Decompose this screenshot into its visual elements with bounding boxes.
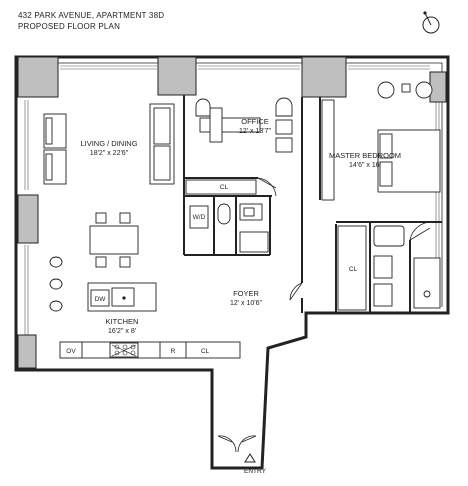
living-furniture [43,103,175,185]
column-w [17,194,39,244]
living-label: LIVING / DINING [80,139,137,148]
foyer-label: FOYER [233,289,259,298]
master-shower [413,257,441,309]
office-furniture [185,97,293,195]
toilet [217,203,231,225]
bedroom-chair [415,81,433,99]
bedroom-chair [377,81,395,99]
master-bedroom-dimensions: 14'6" x 16' [349,162,381,169]
office-label: OFFICE [241,117,269,126]
column-n2 [301,56,347,98]
kitchen-fixtures [49,256,241,359]
master-toilet [373,225,405,247]
living-dimensions: 18'2" x 22'6" [90,150,129,157]
plan-address-title: 432 PARK AVENUE, APARTMENT 38D [18,11,165,20]
master-bedroom-label: MASTER BEDROOM [329,151,401,160]
shower [239,231,269,253]
master-closet-label: CL [349,266,358,273]
entry-triangle-icon [244,453,256,463]
bath-door [409,227,431,241]
foyer-door [289,282,303,301]
plan-subtitle: PROPOSED FLOOR PLAN [18,22,121,31]
column-sw [17,334,37,369]
office-dimensions: 12' x 13'7" [239,128,272,135]
entry-door-left [217,435,233,443]
bedroom-dresser [321,99,335,201]
kitchen-dimensions: 16'2" x 8' [108,328,136,335]
north-arrow-icon [422,11,440,34]
column-nw [17,56,59,98]
washer-dryer-label: W/D [193,214,206,221]
dining-set [89,212,139,268]
kitchen-label: KITCHEN [106,317,139,326]
master-sink-1 [373,255,393,279]
column-n1 [157,56,197,96]
foyer-dimensions: 12' x 10'6" [230,300,263,307]
entry-door-right [241,435,257,443]
bar-stool [49,256,63,268]
master-closet [337,225,367,311]
doors [217,177,433,453]
column-ne [429,71,447,103]
kitchen-counter [59,341,241,359]
office-door [257,177,277,189]
oven-label: OV [66,348,76,355]
entry-label: ENTRY [244,468,267,475]
office-closet [185,179,257,195]
bar-stool [49,300,63,312]
foyer-closet-label: CL [201,348,210,355]
structural-columns [17,56,447,369]
bar-stool [49,278,63,290]
master-sink-2 [373,283,393,307]
refrigerator-label: R [171,348,176,355]
office-closet-label: CL [220,184,229,191]
exterior-wall [14,55,450,470]
bedroom-furniture [321,81,441,201]
dining-table [89,225,139,255]
washer-dryer [189,205,209,229]
dishwasher [90,289,110,307]
dishwasher-label: DW [95,296,107,303]
bath-fixtures [189,203,441,311]
interior-walls [183,95,442,313]
